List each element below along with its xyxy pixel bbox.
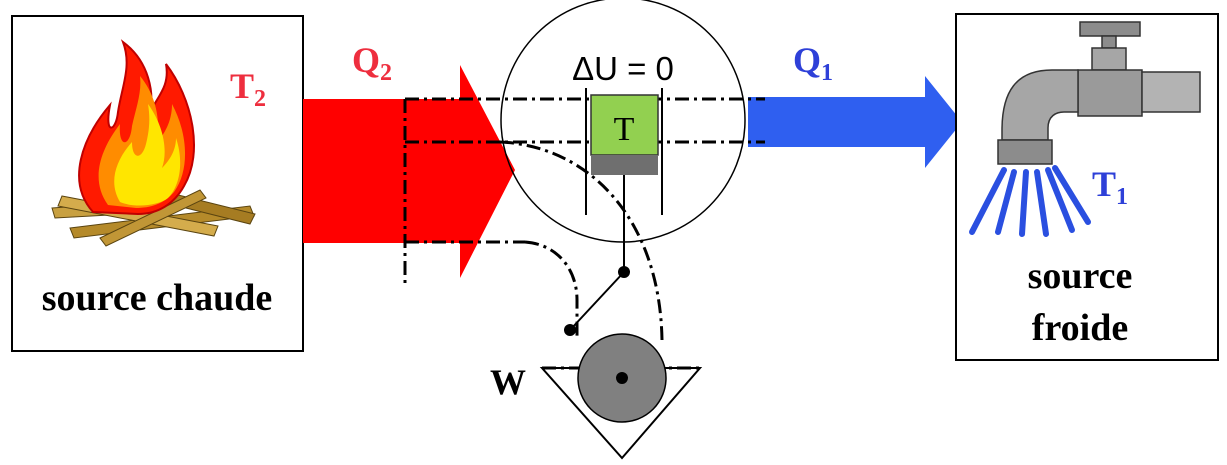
heat-input-arrow: Q2 xyxy=(303,40,515,278)
cold-source-label-line2: froide xyxy=(1032,307,1128,349)
hot-source-temperature: T2 xyxy=(230,66,266,112)
internal-energy-equation: ΔU = 0 xyxy=(572,50,674,87)
heat-output-arrow-shape xyxy=(748,76,962,168)
flywheel-axle xyxy=(616,372,628,384)
heat-output-label: Q1 xyxy=(793,40,833,86)
rod-joint-bottom xyxy=(564,324,576,336)
engine-system: ΔU = 0 T xyxy=(500,0,746,272)
water-stream-icon xyxy=(969,165,1091,237)
piston-head xyxy=(591,155,658,175)
cold-source-temperature: T1 xyxy=(1092,164,1128,210)
hot-source-label: source chaude xyxy=(42,277,272,319)
connecting-rod xyxy=(569,271,625,331)
heat-input-label: Q2 xyxy=(352,40,392,86)
heat-input-arrow-shape xyxy=(303,65,515,278)
work-label: W xyxy=(490,362,526,402)
campfire-icon xyxy=(51,39,256,247)
faucet-icon xyxy=(997,21,1201,165)
heat-output-arrow: Q1 xyxy=(748,40,962,168)
hot-source: T2 source chaude xyxy=(11,15,304,352)
rod-joint-top xyxy=(618,266,630,278)
system-boundary xyxy=(403,97,765,370)
gas-chamber xyxy=(590,94,659,156)
piston-temperature-label: T xyxy=(614,111,635,148)
cold-source-label-line1: source xyxy=(1028,255,1133,297)
crank-mechanism xyxy=(564,266,630,336)
work-output: W xyxy=(490,333,703,460)
cold-source: T1 source froide xyxy=(955,13,1219,361)
